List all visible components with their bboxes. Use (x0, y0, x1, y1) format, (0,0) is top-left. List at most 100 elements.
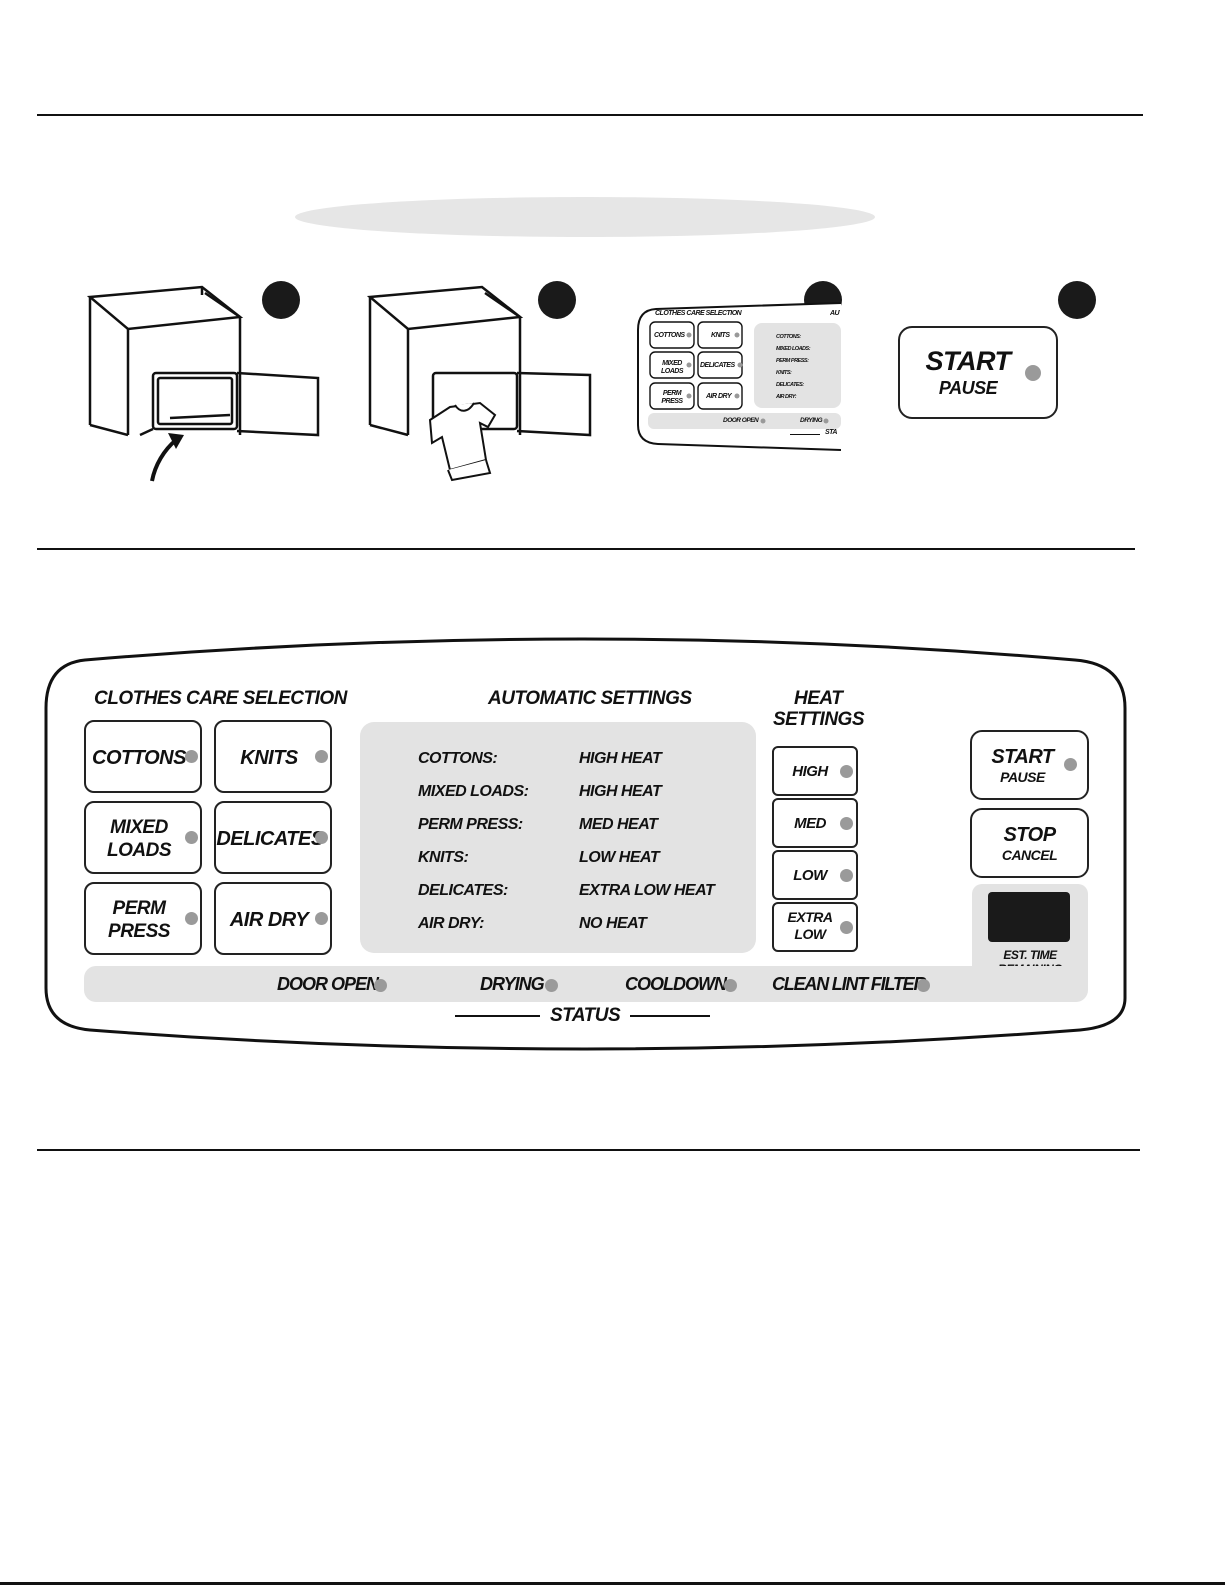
step-2-badge (538, 281, 576, 319)
status-drying-label: DRYING (480, 974, 545, 994)
perm-press-label-line2: PRESS (108, 921, 170, 942)
thumb-btn-knits: KNITS (711, 332, 730, 339)
heat-high-label: HIGH (792, 763, 828, 780)
thumb-setting-5: AIR DRY: (776, 394, 797, 400)
auto-setting-heat-4: EXTRA LOW HEAT (579, 882, 715, 899)
auto-setting-cycle-4: DELICATES: (418, 882, 508, 899)
air-dry-label: AIR DRY (229, 909, 309, 931)
thumb-btn-perm-press: PERM PRESS (661, 390, 683, 405)
heat-med-button[interactable]: MED (772, 798, 858, 848)
status-line-right (630, 1015, 710, 1017)
thumb-status-label: STA (825, 429, 837, 436)
section-rule-middle (37, 548, 1135, 550)
auto-setting-cycle-0: COTTONS: (418, 750, 498, 767)
automatic-settings-box (360, 722, 756, 953)
cancel-label: CANCEL (1001, 847, 1058, 863)
drying-indicator-led (545, 979, 558, 992)
time-display-screen (988, 892, 1070, 942)
thumb-setting-4: DELICATES: (776, 382, 804, 388)
auto-setting-heat-5: NO HEAT (579, 915, 647, 932)
start-label: START (991, 746, 1054, 768)
status-clean-lint-filter-label: CLEAN LINT FILTER (772, 974, 926, 994)
heat-extra-low-label-line1: EXTRA (787, 909, 833, 925)
clothes-care-selection-title: CLOTHES CARE SELECTION (94, 688, 347, 709)
auto-setting-heat-2: MED HEAT (579, 816, 658, 833)
status-cooldown-label: COOLDOWN (625, 974, 727, 994)
status-line-left (455, 1015, 540, 1017)
thumb-setting-1: MIXED LOADS: (776, 346, 811, 352)
air-dry-button[interactable]: AIR DRY (214, 882, 332, 955)
auto-setting-heat-0: HIGH HEAT (579, 750, 662, 767)
auto-setting-cycle-3: KNITS: (418, 849, 469, 866)
step4-pause-label: PAUSE (938, 378, 998, 398)
start-indicator-led (1064, 758, 1077, 771)
cottons-label: COTTONS (92, 747, 186, 769)
thumb-btn-air-dry: AIR DRY (706, 393, 732, 400)
mixed-loads-button[interactable]: MIXED LOADS (84, 801, 202, 874)
door-open-indicator-led (374, 979, 387, 992)
thumb-status-line (790, 434, 820, 435)
section-rule-top (37, 114, 1143, 116)
thumb-setting-0: COTTONS: (776, 334, 801, 340)
thumb-status-door-open: DOOR OPEN (723, 417, 759, 424)
start-pause-button[interactable]: START PAUSE (970, 730, 1089, 800)
thumb-btn-delicates: DELICATES (700, 362, 735, 369)
auto-setting-cycle-2: PERM PRESS: (418, 816, 523, 833)
cooldown-indicator-led (724, 979, 737, 992)
step4-start-indicator-led (1025, 365, 1041, 381)
heat-settings-title-line1: HEAT (794, 688, 843, 709)
heat-low-button[interactable]: LOW (772, 850, 858, 900)
thumb-btn-mixed-loads: MIXED LOADS (661, 360, 684, 375)
heat-med-indicator-led (840, 817, 853, 830)
thumb-status-drying: DRYING (800, 417, 823, 424)
thumb-auto-title: AUTO (830, 310, 840, 317)
delicates-label: DELICATES (216, 828, 324, 850)
thumb-setting-3: KNITS: (776, 370, 792, 376)
control-panel-thumbnail (637, 302, 841, 451)
pause-label: PAUSE (1000, 769, 1045, 785)
dryer-lint-filter-illustration (86, 285, 320, 482)
perm-press-button[interactable]: PERM PRESS (84, 882, 202, 955)
perm-press-label-line1: PERM (112, 898, 166, 919)
heat-settings-title-line2: SETTINGS (773, 709, 865, 730)
air-dry-indicator-led (315, 912, 328, 925)
clean-lint-filter-indicator-led (917, 979, 930, 992)
knits-indicator-led (315, 750, 328, 763)
heat-low-indicator-led (840, 869, 853, 882)
heat-med-label: MED (794, 815, 826, 832)
mixed-loads-label-line2: LOADS (107, 840, 172, 861)
step-1-badge (262, 281, 300, 319)
heat-extra-low-indicator-led (840, 921, 853, 934)
delicates-button[interactable]: DELICATES (214, 801, 332, 874)
cottons-button[interactable]: COTTONS (84, 720, 202, 793)
est-time-label: EST. TIME (1003, 948, 1057, 962)
cottons-indicator-led (185, 750, 198, 763)
page-bottom-border (0, 1582, 1225, 1585)
thumb-setting-2: PERM PRESS: (776, 358, 809, 364)
status-label: STATUS (550, 1005, 621, 1026)
step4-start-label: START (925, 346, 1012, 376)
status-bar (84, 966, 1088, 1002)
heat-low-label: LOW (793, 867, 827, 884)
knits-label: KNITS (240, 747, 298, 769)
heat-high-indicator-led (840, 765, 853, 778)
step-4-badge (1058, 281, 1096, 319)
perm-press-indicator-led (185, 912, 198, 925)
heading-placeholder-pill (295, 197, 875, 237)
thumb-btn-cottons: COTTONS (654, 332, 685, 339)
heat-extra-low-button[interactable]: EXTRA LOW (772, 902, 858, 952)
delicates-indicator-led (315, 831, 328, 844)
knits-button[interactable]: KNITS (214, 720, 332, 793)
auto-setting-heat-3: LOW HEAT (579, 849, 660, 866)
dryer-load-clothes-illustration (366, 285, 592, 482)
auto-setting-heat-1: HIGH HEAT (579, 783, 662, 800)
auto-setting-cycle-5: AIR DRY: (418, 915, 484, 932)
stop-label: STOP (1003, 824, 1056, 846)
heat-high-button[interactable]: HIGH (772, 746, 858, 796)
status-door-open-label: DOOR OPEN (277, 974, 379, 994)
section-rule-lower (37, 1149, 1140, 1151)
auto-setting-cycle-1: MIXED LOADS: (418, 783, 529, 800)
stop-cancel-button[interactable]: STOP CANCEL (970, 808, 1089, 878)
mixed-loads-label-line1: MIXED (110, 817, 168, 838)
step4-start-pause-button: START PAUSE (898, 326, 1058, 419)
